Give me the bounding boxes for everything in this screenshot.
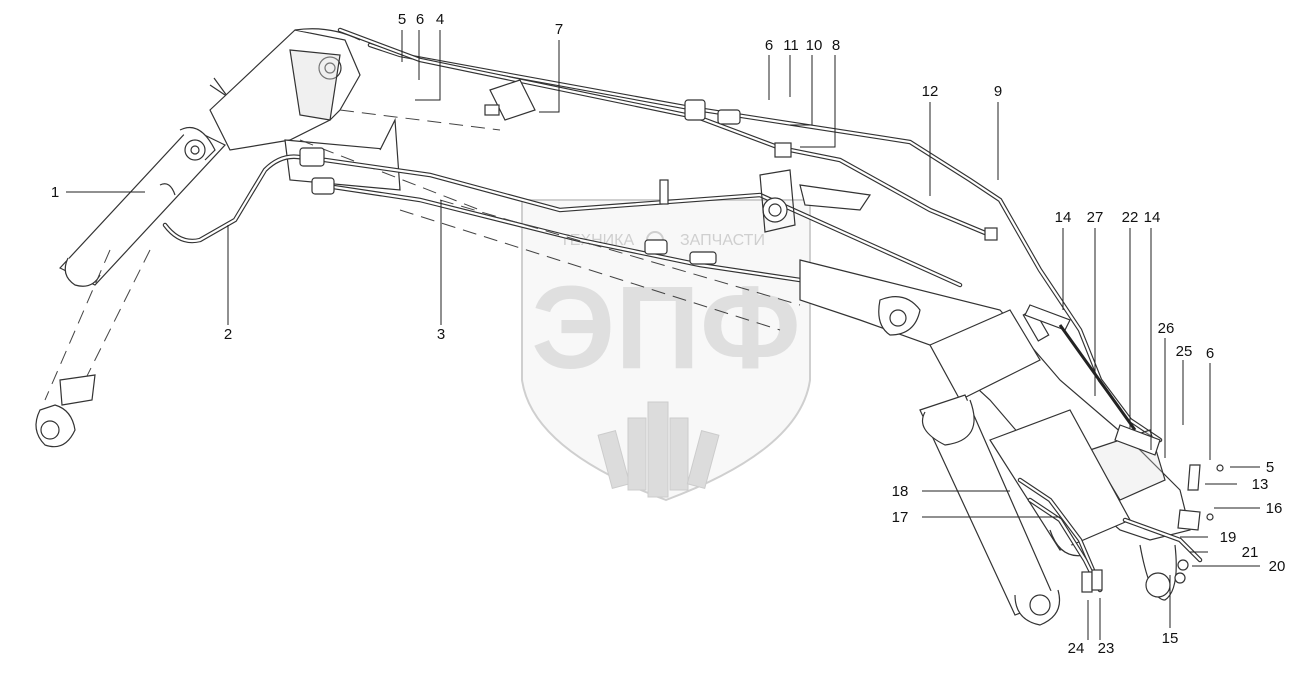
callout-8: 8 xyxy=(832,37,840,54)
callout-13: 13 xyxy=(1252,476,1269,493)
callout-15: 15 xyxy=(1162,630,1179,647)
callout-16: 16 xyxy=(1266,500,1283,517)
leader-lines xyxy=(66,30,1260,640)
callout-6-top-mid: 6 xyxy=(765,37,773,54)
callout-3: 3 xyxy=(437,326,445,343)
watermark: ТЕХНИКА ЗАПЧАСТИ ЭПФ xyxy=(521,199,811,502)
callout-14-right: 14 xyxy=(1144,209,1161,226)
callout-5-right: 5 xyxy=(1266,459,1274,476)
watermark-tagline-left: ТЕХНИКА xyxy=(560,232,634,249)
callout-23: 23 xyxy=(1098,640,1115,657)
bracket-right xyxy=(1024,304,1224,584)
callout-12: 12 xyxy=(922,83,939,100)
clamp-assembly-center xyxy=(659,142,872,233)
arm-left xyxy=(35,77,231,448)
callout-5-top: 5 xyxy=(398,11,406,28)
callout-26: 26 xyxy=(1158,320,1175,337)
callout-14-left: 14 xyxy=(1055,209,1072,226)
boom-upper xyxy=(209,28,501,211)
callout-25: 25 xyxy=(1176,343,1193,360)
callout-24: 24 xyxy=(1068,640,1085,657)
callout-20: 20 xyxy=(1269,558,1286,575)
callout-22: 22 xyxy=(1122,209,1139,226)
callout-11: 11 xyxy=(783,37,799,54)
watermark-shield xyxy=(521,199,811,502)
watermark-brand: ЭПФ xyxy=(531,262,800,394)
callout-21: 21 xyxy=(1242,544,1259,561)
callout-9: 9 xyxy=(994,83,1002,100)
callout-6-top-left: 6 xyxy=(416,11,424,28)
watermark-wheat-icon xyxy=(597,401,720,498)
callout-19: 19 xyxy=(1220,529,1237,546)
callout-6-right: 6 xyxy=(1206,345,1214,362)
callout-10: 10 xyxy=(806,37,823,54)
callout-17: 17 xyxy=(892,509,909,526)
cylinder-lower xyxy=(919,394,1131,626)
callout-1: 1 xyxy=(51,184,59,201)
callouts: 1 2 3 4 5 6 7 6 11 10 8 12 9 14 27 22 14… xyxy=(51,11,1286,657)
callout-2: 2 xyxy=(224,326,232,343)
watermark-tagline-right: ЗАПЧАСТИ xyxy=(680,232,765,249)
callout-4: 4 xyxy=(436,11,444,28)
callout-18: 18 xyxy=(892,483,909,500)
callout-27: 27 xyxy=(1087,209,1104,226)
callout-7: 7 xyxy=(555,21,563,38)
